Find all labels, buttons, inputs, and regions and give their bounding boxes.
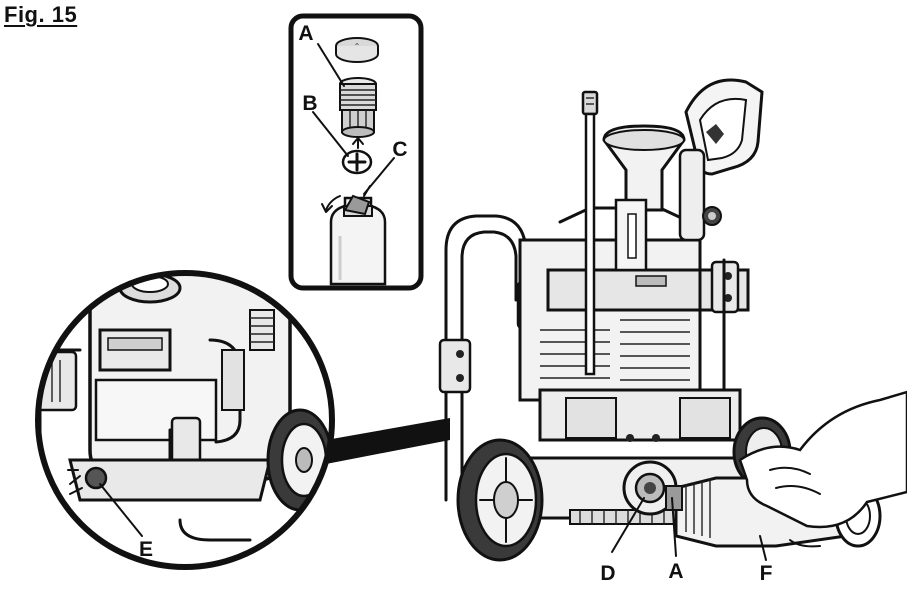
- magnifier-ring: [35, 270, 335, 570]
- left-wheel: [456, 438, 544, 562]
- hand: [738, 390, 907, 548]
- magnifier-pointer: [326, 418, 450, 464]
- inset-cap: ⌃: [335, 37, 379, 63]
- inset-plus-icon: [341, 149, 373, 175]
- drain-plug: [84, 466, 108, 490]
- leader-a: [671, 497, 677, 557]
- motor-fins: [540, 319, 690, 381]
- leader-f: [759, 535, 767, 561]
- callout-d: D: [600, 562, 615, 585]
- callout-inset-b: B: [302, 92, 317, 115]
- inset-leader-a: [317, 43, 345, 87]
- leader-d: [611, 497, 645, 553]
- assembly-inset: ⌃: [288, 13, 424, 291]
- callout-inset-c: C: [392, 138, 407, 161]
- spray-gun: [678, 78, 764, 422]
- inset-up-arrow-icon: [352, 137, 364, 149]
- pressure-washer-unit: [438, 78, 792, 562]
- spray-wand: [581, 90, 599, 376]
- callout-main-a: A: [668, 560, 683, 583]
- figure-title: Fig. 15: [4, 2, 78, 27]
- inset-leader-c: [363, 157, 395, 195]
- inset-threaded-adapter: [339, 77, 377, 138]
- callout-inset-a: A: [298, 22, 313, 45]
- callout-e: E: [139, 538, 153, 561]
- detail-magnifier: E: [35, 270, 450, 570]
- svg-text:⌃: ⌃: [354, 42, 361, 51]
- inset-leader-b: [312, 111, 349, 157]
- callout-f: F: [760, 562, 773, 585]
- leader-e: [99, 483, 143, 537]
